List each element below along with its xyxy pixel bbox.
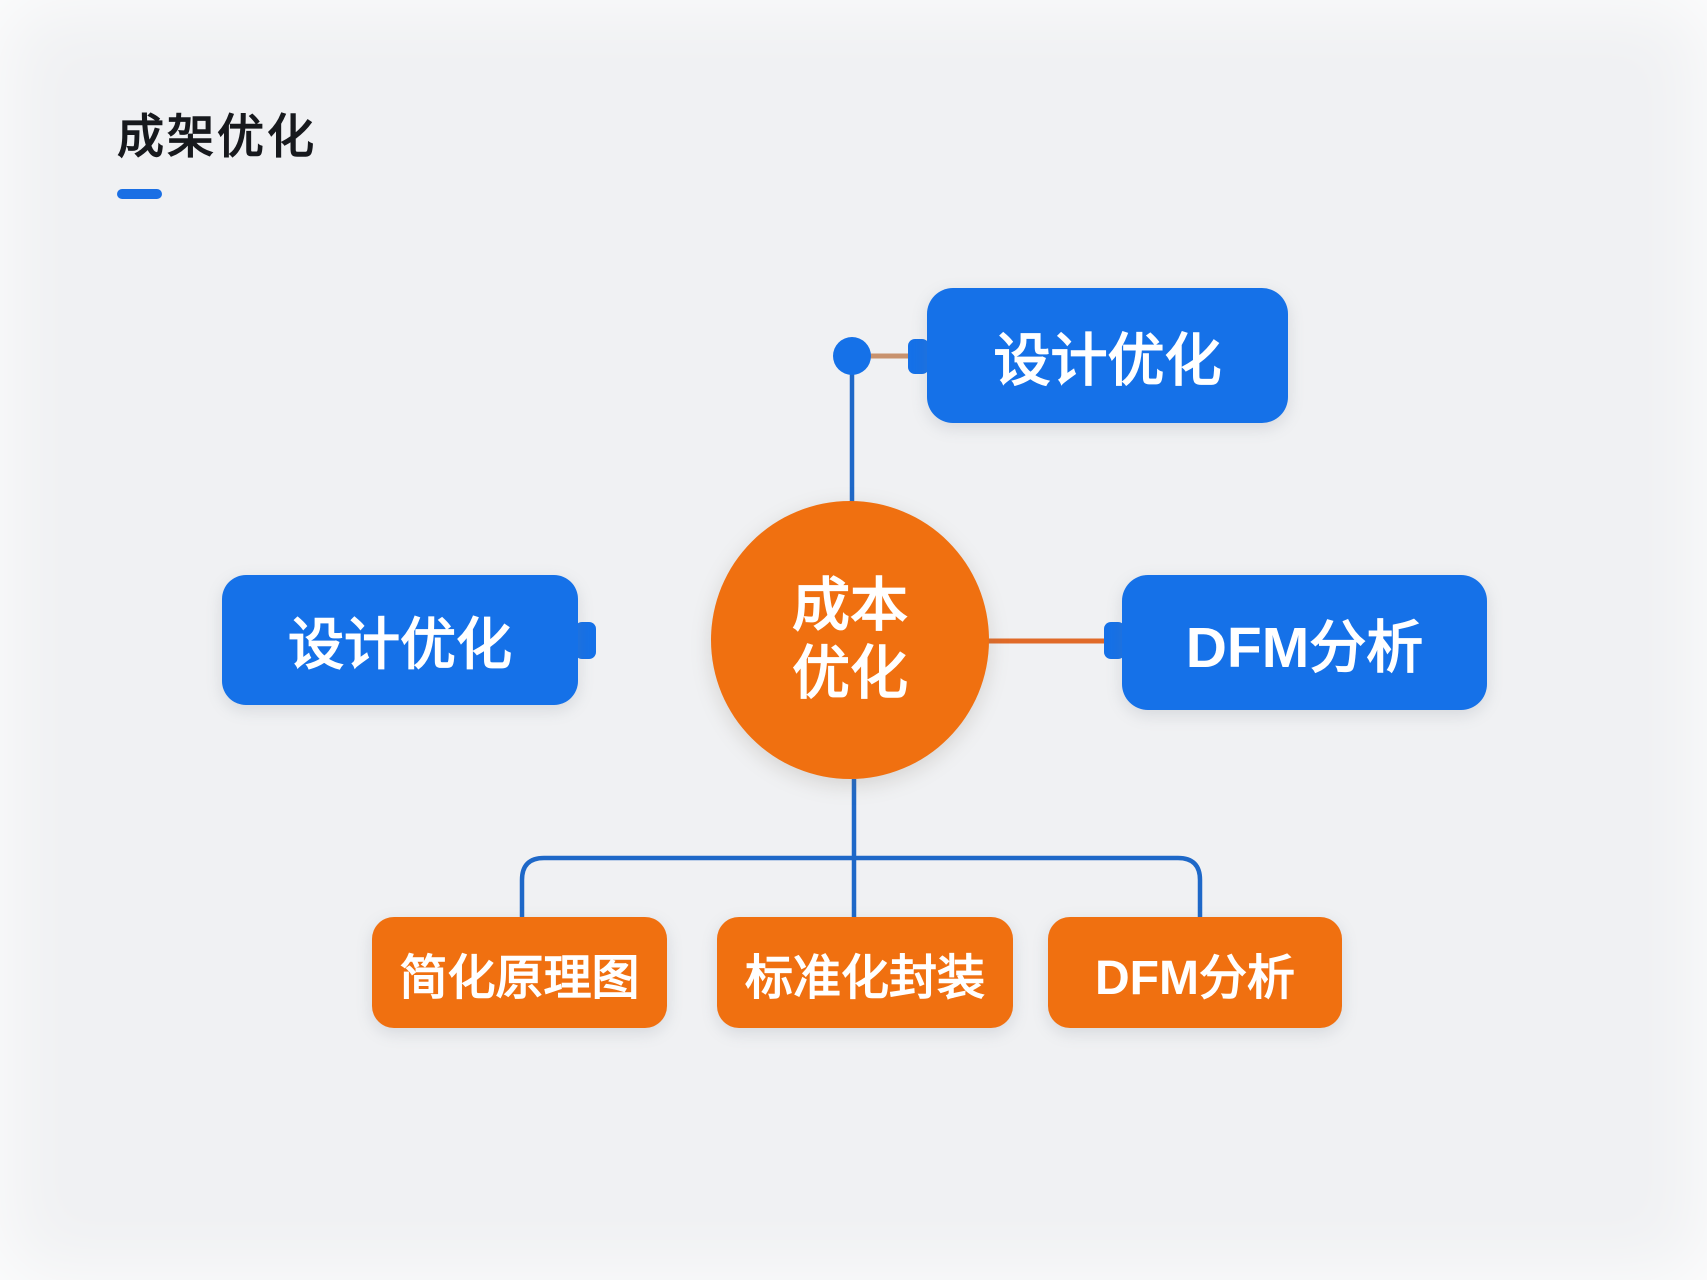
node-design-optimization-top: 设计优化 (927, 288, 1288, 423)
center-node: 成本 优化 (711, 501, 989, 779)
center-node-label-line2: 优化 (791, 641, 908, 706)
node-simplified-schematic: 简化原理图 (372, 917, 667, 1028)
node-left-connector-tab (575, 622, 596, 659)
branch-dot (833, 337, 871, 375)
node-design-optimization-left: 设计优化 (222, 575, 578, 705)
title-underline (117, 189, 162, 199)
page-title: 成架优化 (117, 110, 317, 163)
node-standardized-packaging: 标准化封装 (717, 917, 1013, 1028)
node-label: 设计优化 (993, 328, 1222, 393)
node-label: DFM分析 (1095, 951, 1295, 1005)
node-label: DFM分析 (1185, 615, 1424, 680)
connector-bottom-rail (519, 855, 1203, 917)
node-right-connector-tab (1104, 622, 1125, 659)
node-label: 标准化封装 (744, 951, 985, 1005)
node-dfm-analysis-bottom: DFM分析 (1048, 917, 1342, 1028)
node-label: 简化原理图 (399, 951, 640, 1005)
node-label: 设计优化 (288, 612, 512, 676)
center-node-label-line1: 成本 (791, 572, 908, 638)
node-top-connector-tab (908, 339, 929, 374)
node-dfm-analysis-right: DFM分析 (1122, 575, 1487, 710)
